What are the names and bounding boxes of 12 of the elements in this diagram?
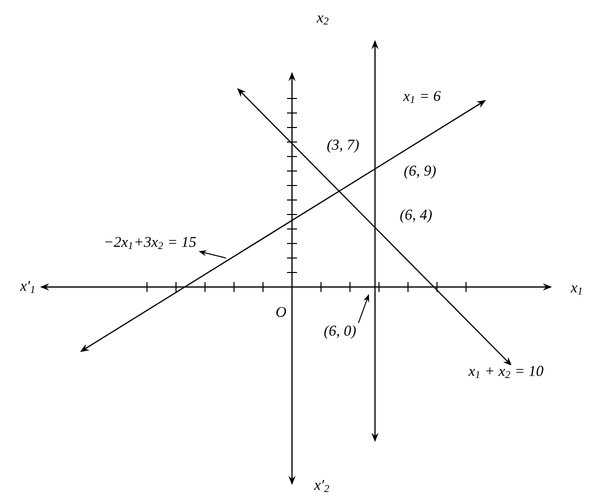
axis-label: x$_{2}$ — [316, 14, 330, 26]
axis-label: x$_{1}$ = 6 — [402, 90, 442, 104]
axis-label: (3, 7) — [326, 138, 360, 154]
axis-label: x′$_{2}$ — [313, 479, 331, 493]
equation-label: −2x$_{1}$+3x$_{2}$ = 15 — [105, 236, 196, 250]
axis-label: O — [274, 306, 288, 318]
axis-label: (6, 4) — [398, 208, 434, 224]
axis-label: x$_{1}$ — [570, 284, 584, 296]
equation-label: (6, 0) — [324, 325, 356, 339]
axis-label: x′$_{1}$ — [19, 280, 37, 294]
axis-label: x$_{1}$ + x$_{2}$ = 10 — [467, 364, 545, 380]
axis-label: (6, 9) — [402, 164, 438, 180]
